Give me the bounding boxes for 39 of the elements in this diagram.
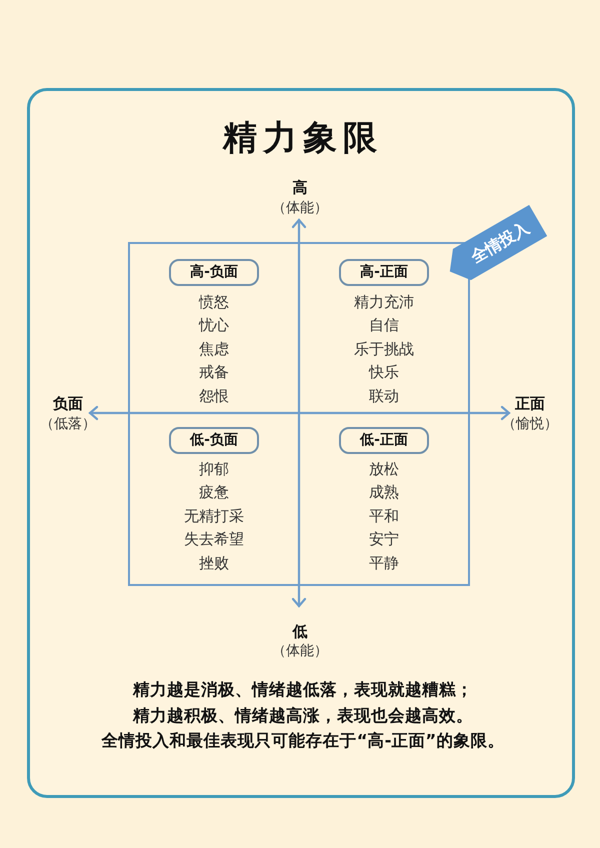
axis-note: （低落） — [40, 416, 96, 432]
quadrant-cell — [298, 242, 470, 414]
axis-label: 低 — [292, 623, 308, 641]
quadrant-cell — [128, 242, 300, 414]
emotion-word: 平和 — [369, 506, 399, 527]
axis-note: （愉悦） — [502, 416, 558, 432]
quadrant-tag: 高-负面 — [169, 259, 259, 286]
emotion-word: 平静 — [369, 552, 399, 574]
emotion-word: 快乐 — [369, 362, 399, 384]
axis-label: 高 — [292, 179, 308, 197]
quadrant-tag: 低-负面 — [169, 427, 259, 454]
emotion-word: 精力充沛 — [354, 292, 414, 313]
emotion-word: 忧心 — [199, 315, 229, 336]
emotion-word: 焦虑 — [199, 338, 229, 360]
emotion-word: 怨恨 — [199, 386, 229, 407]
emotion-word: 安宁 — [369, 529, 399, 550]
emotion-word: 挫败 — [199, 552, 229, 574]
emotion-word: 成熟 — [369, 482, 399, 504]
axis-label: 正面 — [515, 395, 545, 413]
quadrant-tag: 低-正面 — [339, 427, 429, 454]
emotion-word: 愤怒 — [199, 292, 229, 313]
quadrant-cell — [298, 412, 470, 586]
quadrant-tag: 高-正面 — [339, 259, 429, 286]
emotion-word: 联动 — [369, 386, 399, 407]
title: 精力象限 — [223, 117, 383, 160]
emotion-word: 放松 — [369, 459, 399, 480]
emotion-word: 疲惫 — [199, 482, 229, 504]
caption: 精力越是消极、情绪越低落，表现就越糟糕；精力越积极、情绪越高涨，表现也会越高效。全情投入和最佳表现只可能存在于“高-正面”的象限。 — [102, 679, 504, 752]
emotion-word: 乐于挑战 — [354, 338, 414, 360]
emotion-word: 失去希望 — [184, 529, 244, 550]
axis-label: 负面 — [53, 395, 83, 413]
emotion-word: 无精打采 — [184, 506, 244, 527]
axis-note: （体能） — [272, 642, 328, 660]
quadrant-cell — [128, 412, 300, 586]
emotion-word: 戒备 — [199, 362, 229, 384]
emotion-word: 自信 — [369, 315, 399, 336]
axis-note: （体能） — [272, 200, 328, 216]
emotion-word: 抑郁 — [199, 459, 229, 480]
banner-text: 全情投入 — [468, 218, 532, 266]
